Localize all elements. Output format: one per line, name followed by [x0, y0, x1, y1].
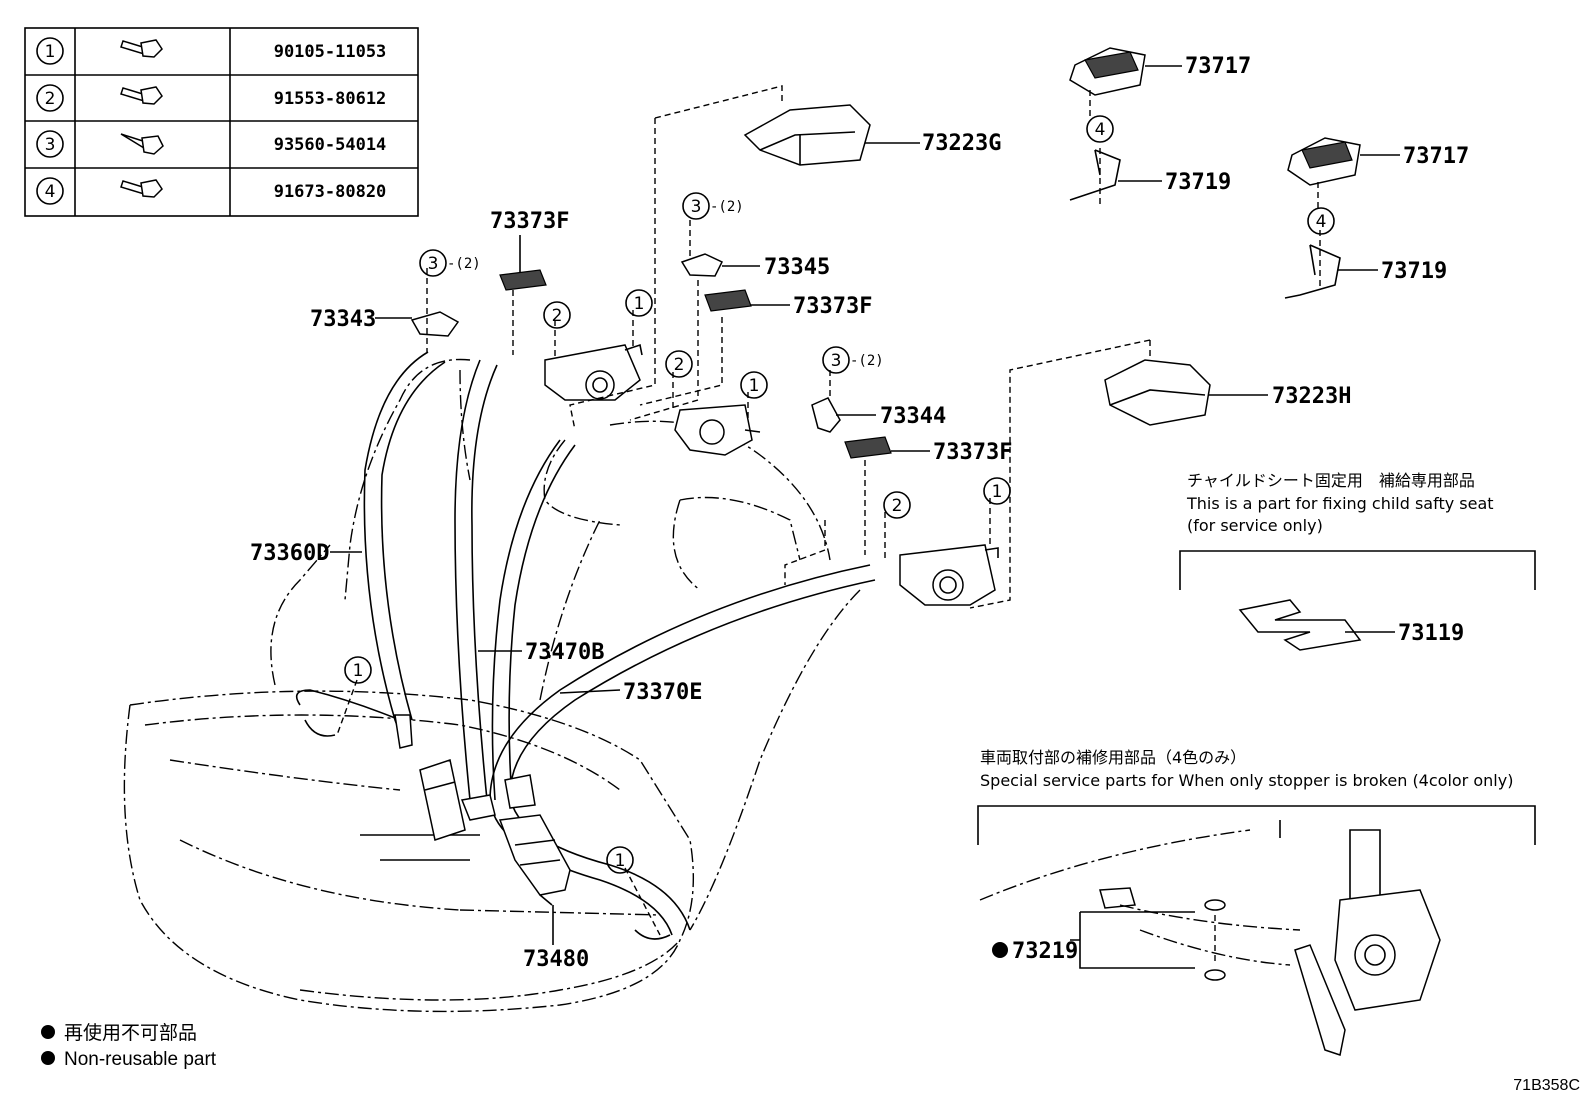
legend-dot-jp [41, 1025, 55, 1039]
bolt-icon [120, 86, 163, 105]
cover-73344 [811, 397, 841, 433]
figure-id: 71B358C [1513, 1077, 1580, 1094]
legend-en: Non-reusable part [64, 1049, 217, 1070]
child-seat-note-en: This is a part for fixing child safty se… [1186, 494, 1494, 513]
ref-mark-1: 1 [353, 661, 364, 681]
ref-mark-3: 3 [831, 351, 842, 371]
escutcheon-73373f-a [499, 269, 547, 291]
row-ref: 1 [45, 42, 56, 62]
stopper-note: 車両取付部の補修用部品（4色のみ） Special service parts … [977, 748, 1536, 845]
table-row: 4 91673-80820 [36, 177, 387, 205]
non-reusable-dot [992, 942, 1008, 958]
quantity-mark: -(2) [447, 256, 481, 272]
row-part-number: 90105-11053 [274, 42, 387, 62]
row-ref: 2 [45, 89, 56, 109]
quantity-mark: -(2) [850, 353, 884, 369]
table-row: 3 93560-54014 [36, 130, 387, 158]
tray-73223h [1104, 359, 1211, 426]
callout-labels: 73717 73223G 73719 73717 73719 73373F 73… [250, 54, 1469, 972]
table-row: 2 91553-80612 [36, 84, 387, 112]
bolt-icon [120, 179, 163, 198]
stopper-note-jp: 車両取付部の補修用部品（4色のみ） [980, 748, 1246, 767]
buckle-73480 [498, 814, 571, 906]
callout-73373f: 73373F [793, 294, 872, 319]
screw-icon [120, 133, 164, 155]
retractor-right [899, 544, 999, 606]
callout-73373f: 73373F [490, 209, 569, 234]
ref-mark-1: 1 [749, 376, 760, 396]
child-seat-note-jp: チャイルドシート固定用 補給専用部品 [1187, 471, 1475, 490]
callout-73223h: 73223H [1272, 384, 1351, 409]
bracket-73719-mid [1284, 244, 1341, 299]
button-73717-top [1069, 47, 1146, 96]
cover-73343 [410, 311, 460, 337]
legend: 再使用不可部品 Non-reusable part [41, 1022, 217, 1070]
fastener-table: 1 90105-11053 2 91553-80612 3 93560-5401 [24, 27, 419, 217]
callout-73719: 73719 [1381, 259, 1447, 284]
ref-mark-4: 4 [1095, 120, 1106, 140]
belt-73360d [295, 351, 446, 749]
row-ref: 4 [45, 182, 56, 202]
callout-73719: 73719 [1165, 170, 1231, 195]
callout-73717: 73717 [1403, 144, 1469, 169]
escutcheon-73373f-b [704, 289, 752, 312]
callout-73373f: 73373F [933, 440, 1012, 465]
callout-73717: 73717 [1185, 54, 1251, 79]
retractor-center [674, 404, 761, 456]
ref-mark-1: 1 [615, 851, 626, 871]
row-ref: 3 [45, 135, 56, 155]
belt-73470b [454, 359, 576, 801]
tray-73223g [743, 104, 871, 166]
row-part-number: 91673-80820 [274, 182, 387, 202]
callout-73470b: 73470B [525, 640, 604, 665]
callout-73119: 73119 [1398, 621, 1464, 646]
reference-marks: 3 -(2) 2 1 3 -(2) 2 1 3 -(2) 2 1 4 4 1 1 [344, 115, 1335, 874]
callout-73223g: 73223G [922, 131, 1001, 156]
ref-mark-1: 1 [992, 482, 1003, 502]
callout-73345: 73345 [764, 255, 830, 280]
ref-mark-2: 2 [552, 306, 563, 326]
cover-73345 [680, 253, 724, 277]
buckle-left [419, 759, 496, 841]
rear-seat-outline [123, 358, 861, 1013]
bracket-73719-top [1069, 149, 1121, 201]
child-seat-bracket-73119 [1238, 599, 1362, 651]
callout-73480: 73480 [523, 947, 589, 972]
ref-mark-4: 4 [1316, 212, 1327, 232]
callout-73370e: 73370E [623, 680, 702, 705]
ref-mark-2: 2 [674, 355, 685, 375]
callout-73343: 73343 [310, 307, 376, 332]
ref-mark-3: 3 [691, 197, 702, 217]
child-seat-note: チャイルドシート固定用 補給専用部品 This is a part for fi… [1179, 471, 1536, 590]
ref-mark-2: 2 [892, 496, 903, 516]
row-part-number: 93560-54014 [274, 135, 387, 155]
callout-73360d: 73360D [250, 541, 329, 566]
escutcheon-73373f-c [844, 436, 892, 459]
belt-73370e [489, 564, 876, 940]
leader-lines [330, 65, 1400, 969]
ref-mark-1: 1 [634, 294, 645, 314]
dashed-reference-lines [336, 85, 1321, 936]
ref-mark-3: 3 [428, 254, 439, 274]
button-73717-mid [1287, 137, 1361, 186]
row-part-number: 91553-80612 [274, 89, 387, 109]
quantity-mark: -(2) [710, 199, 744, 215]
legend-jp: 再使用不可部品 [64, 1022, 197, 1044]
stopper-repair-illustration [979, 820, 1441, 1056]
callout-73344: 73344 [880, 404, 946, 429]
bolt-icon [120, 39, 163, 58]
table-row: 1 90105-11053 [36, 37, 387, 65]
stopper-note-en: Special service parts for When only stop… [980, 771, 1513, 790]
legend-dot-en [41, 1051, 55, 1065]
callout-73219: 73219 [1012, 939, 1078, 964]
child-seat-note-en2: (for service only) [1187, 516, 1323, 535]
retractor-left [544, 343, 643, 401]
